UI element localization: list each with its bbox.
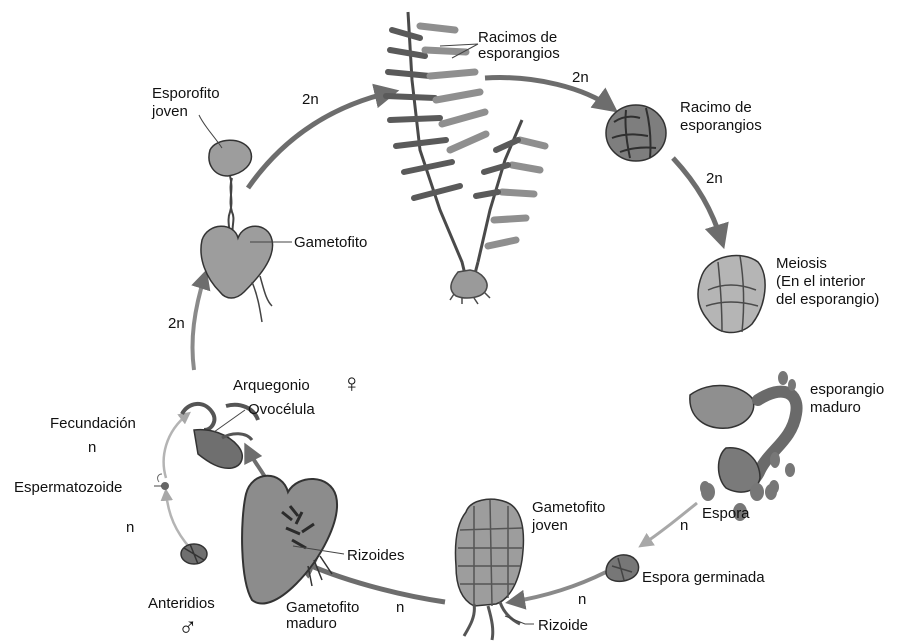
- ploidy-bottom-n: n: [396, 599, 404, 616]
- arrow-espermatozoide-to-ovocelula: [164, 414, 188, 478]
- young-sporophyte-illustration: [209, 140, 251, 240]
- arrow-joven-to-maduro: [298, 560, 445, 602]
- archegonium-illustration: [182, 404, 258, 468]
- label-rizoides: Rizoides: [347, 547, 405, 564]
- label-esporangios-1: esporangios: [478, 45, 560, 62]
- label-racimo-de: Racimo de: [680, 99, 752, 116]
- label-esporangios-2: esporangios: [680, 117, 762, 134]
- arrow-espora-to-germinada: [642, 503, 697, 545]
- label-gametofito-maduro-2: maduro: [286, 615, 337, 632]
- label-arquegonio: Arquegonio: [233, 377, 310, 394]
- arrow-fern-to-racimo: [485, 78, 612, 108]
- label-meiosis: Meiosis: [776, 255, 827, 272]
- label-joven: joven: [151, 103, 188, 120]
- gametophyte-illustration: [201, 226, 273, 322]
- label-racimos-de: Racimos de: [478, 29, 557, 46]
- label-gametofito-joven-2: joven: [531, 517, 568, 534]
- female-symbol: ♀: [342, 368, 362, 398]
- label-espora-germinada: Espora germinada: [642, 569, 765, 586]
- male-symbol: ♂: [178, 612, 198, 642]
- label-espora: Espora: [702, 505, 750, 522]
- meiosis-sporangium-illustration: [698, 256, 765, 333]
- ploidy-germinada-n: n: [578, 591, 586, 608]
- label-fecundacion: Fecundación: [50, 415, 136, 432]
- label-rizoide: Rizoide: [538, 617, 588, 634]
- ploidy-left-side: 2n: [168, 315, 185, 332]
- antheridium-illustration: [181, 544, 207, 564]
- arrow-germinada-to-gametofito-joven: [511, 572, 606, 602]
- label-gametofito-joven-1: Gametofito: [532, 499, 605, 516]
- sperm-illustration: [158, 474, 169, 490]
- arrow-fecundacion-to-gametofito: [192, 275, 205, 370]
- label-espermatozoide: Espermatozoide: [14, 479, 122, 496]
- label-ovocelula: Ovocélula: [248, 401, 315, 418]
- germinated-spore-illustration: [606, 555, 639, 581]
- label-gametofito-maduro-1: Gametofito: [286, 599, 359, 616]
- ploidy-top-right: 2n: [572, 69, 589, 86]
- arrow-anteridio-to-espermatozoide: [166, 492, 190, 548]
- label-esporangio: esporangio: [810, 381, 884, 398]
- mature-gametophyte-illustration: [242, 476, 337, 604]
- label-esporofito: Esporofito: [152, 85, 220, 102]
- label-en-el-interior: (En el interior: [776, 273, 865, 290]
- arrow-esporofito-to-fern: [248, 92, 392, 188]
- label-del-esporangio: del esporangio): [776, 291, 879, 308]
- ploidy-espora-n: n: [680, 517, 688, 534]
- label-maduro-1: maduro: [810, 399, 861, 416]
- label-gametofito: Gametofito: [294, 234, 367, 251]
- label-anteridios: Anteridios: [148, 595, 215, 612]
- ploidy-top-left: 2n: [302, 91, 319, 108]
- ploidy-right-upper: 2n: [706, 170, 723, 187]
- ploidy-left-lower-n: n: [126, 519, 134, 536]
- mature-sporangium-illustration: [690, 371, 797, 495]
- sporangia-cluster-illustration: [606, 105, 666, 161]
- ploidy-fecundacion-n: n: [88, 439, 96, 456]
